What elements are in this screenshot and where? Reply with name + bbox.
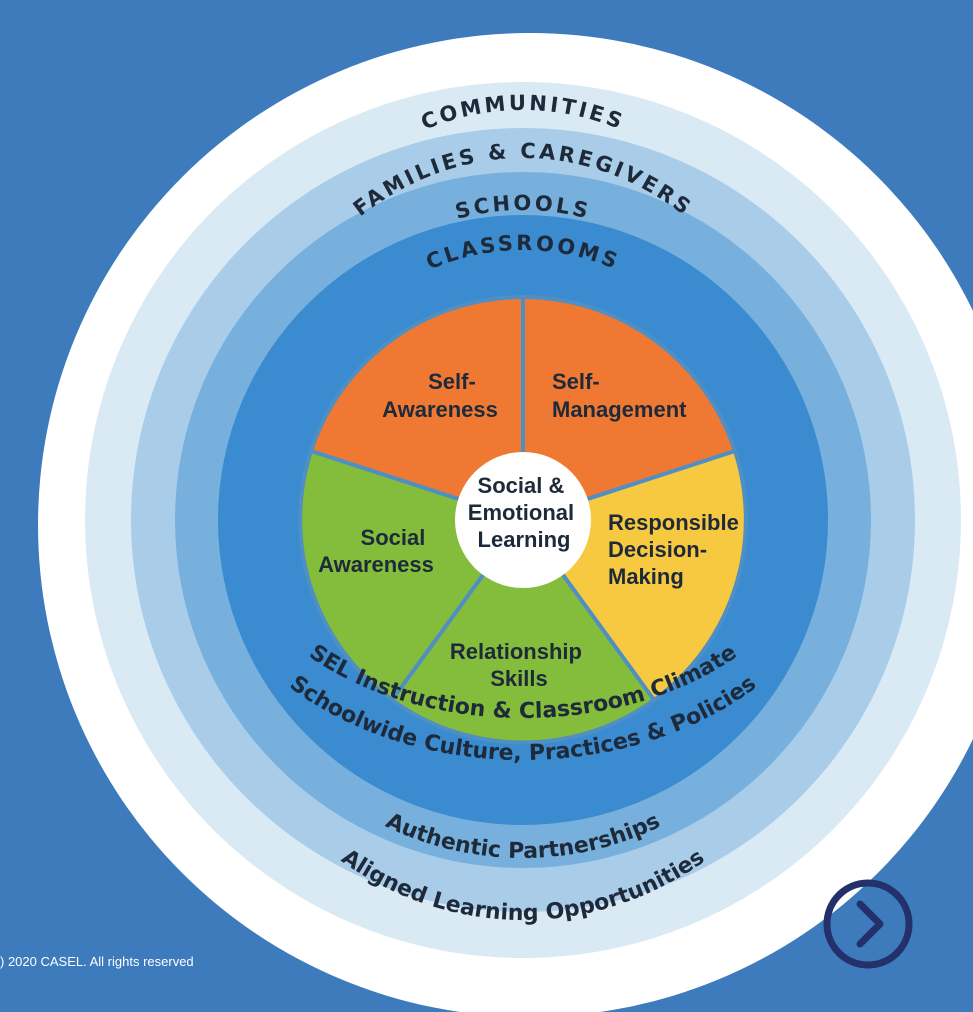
segment-self-awareness	[308, 294, 525, 523]
next-button[interactable]	[822, 878, 914, 970]
label-responsible-decision-making: Responsible Decision- Making	[608, 510, 745, 589]
chevron-right-circle-icon	[823, 879, 913, 969]
label-self-awareness: Self- Awareness	[382, 369, 498, 422]
label-social-awareness: Social Awareness	[318, 525, 434, 577]
label-relationship-skills: Relationship Skills	[450, 639, 588, 691]
label-center-sel: Social & Emotional Learning	[468, 473, 580, 552]
competency-wheel	[298, 294, 748, 745]
label-self-management: Self- Management	[552, 369, 687, 422]
copyright-text: ) 2020 CASEL. All rights reserved	[0, 954, 194, 969]
segment-self-management	[521, 294, 738, 523]
segment-relationship-skills	[389, 516, 657, 745]
center-circle	[455, 452, 591, 588]
